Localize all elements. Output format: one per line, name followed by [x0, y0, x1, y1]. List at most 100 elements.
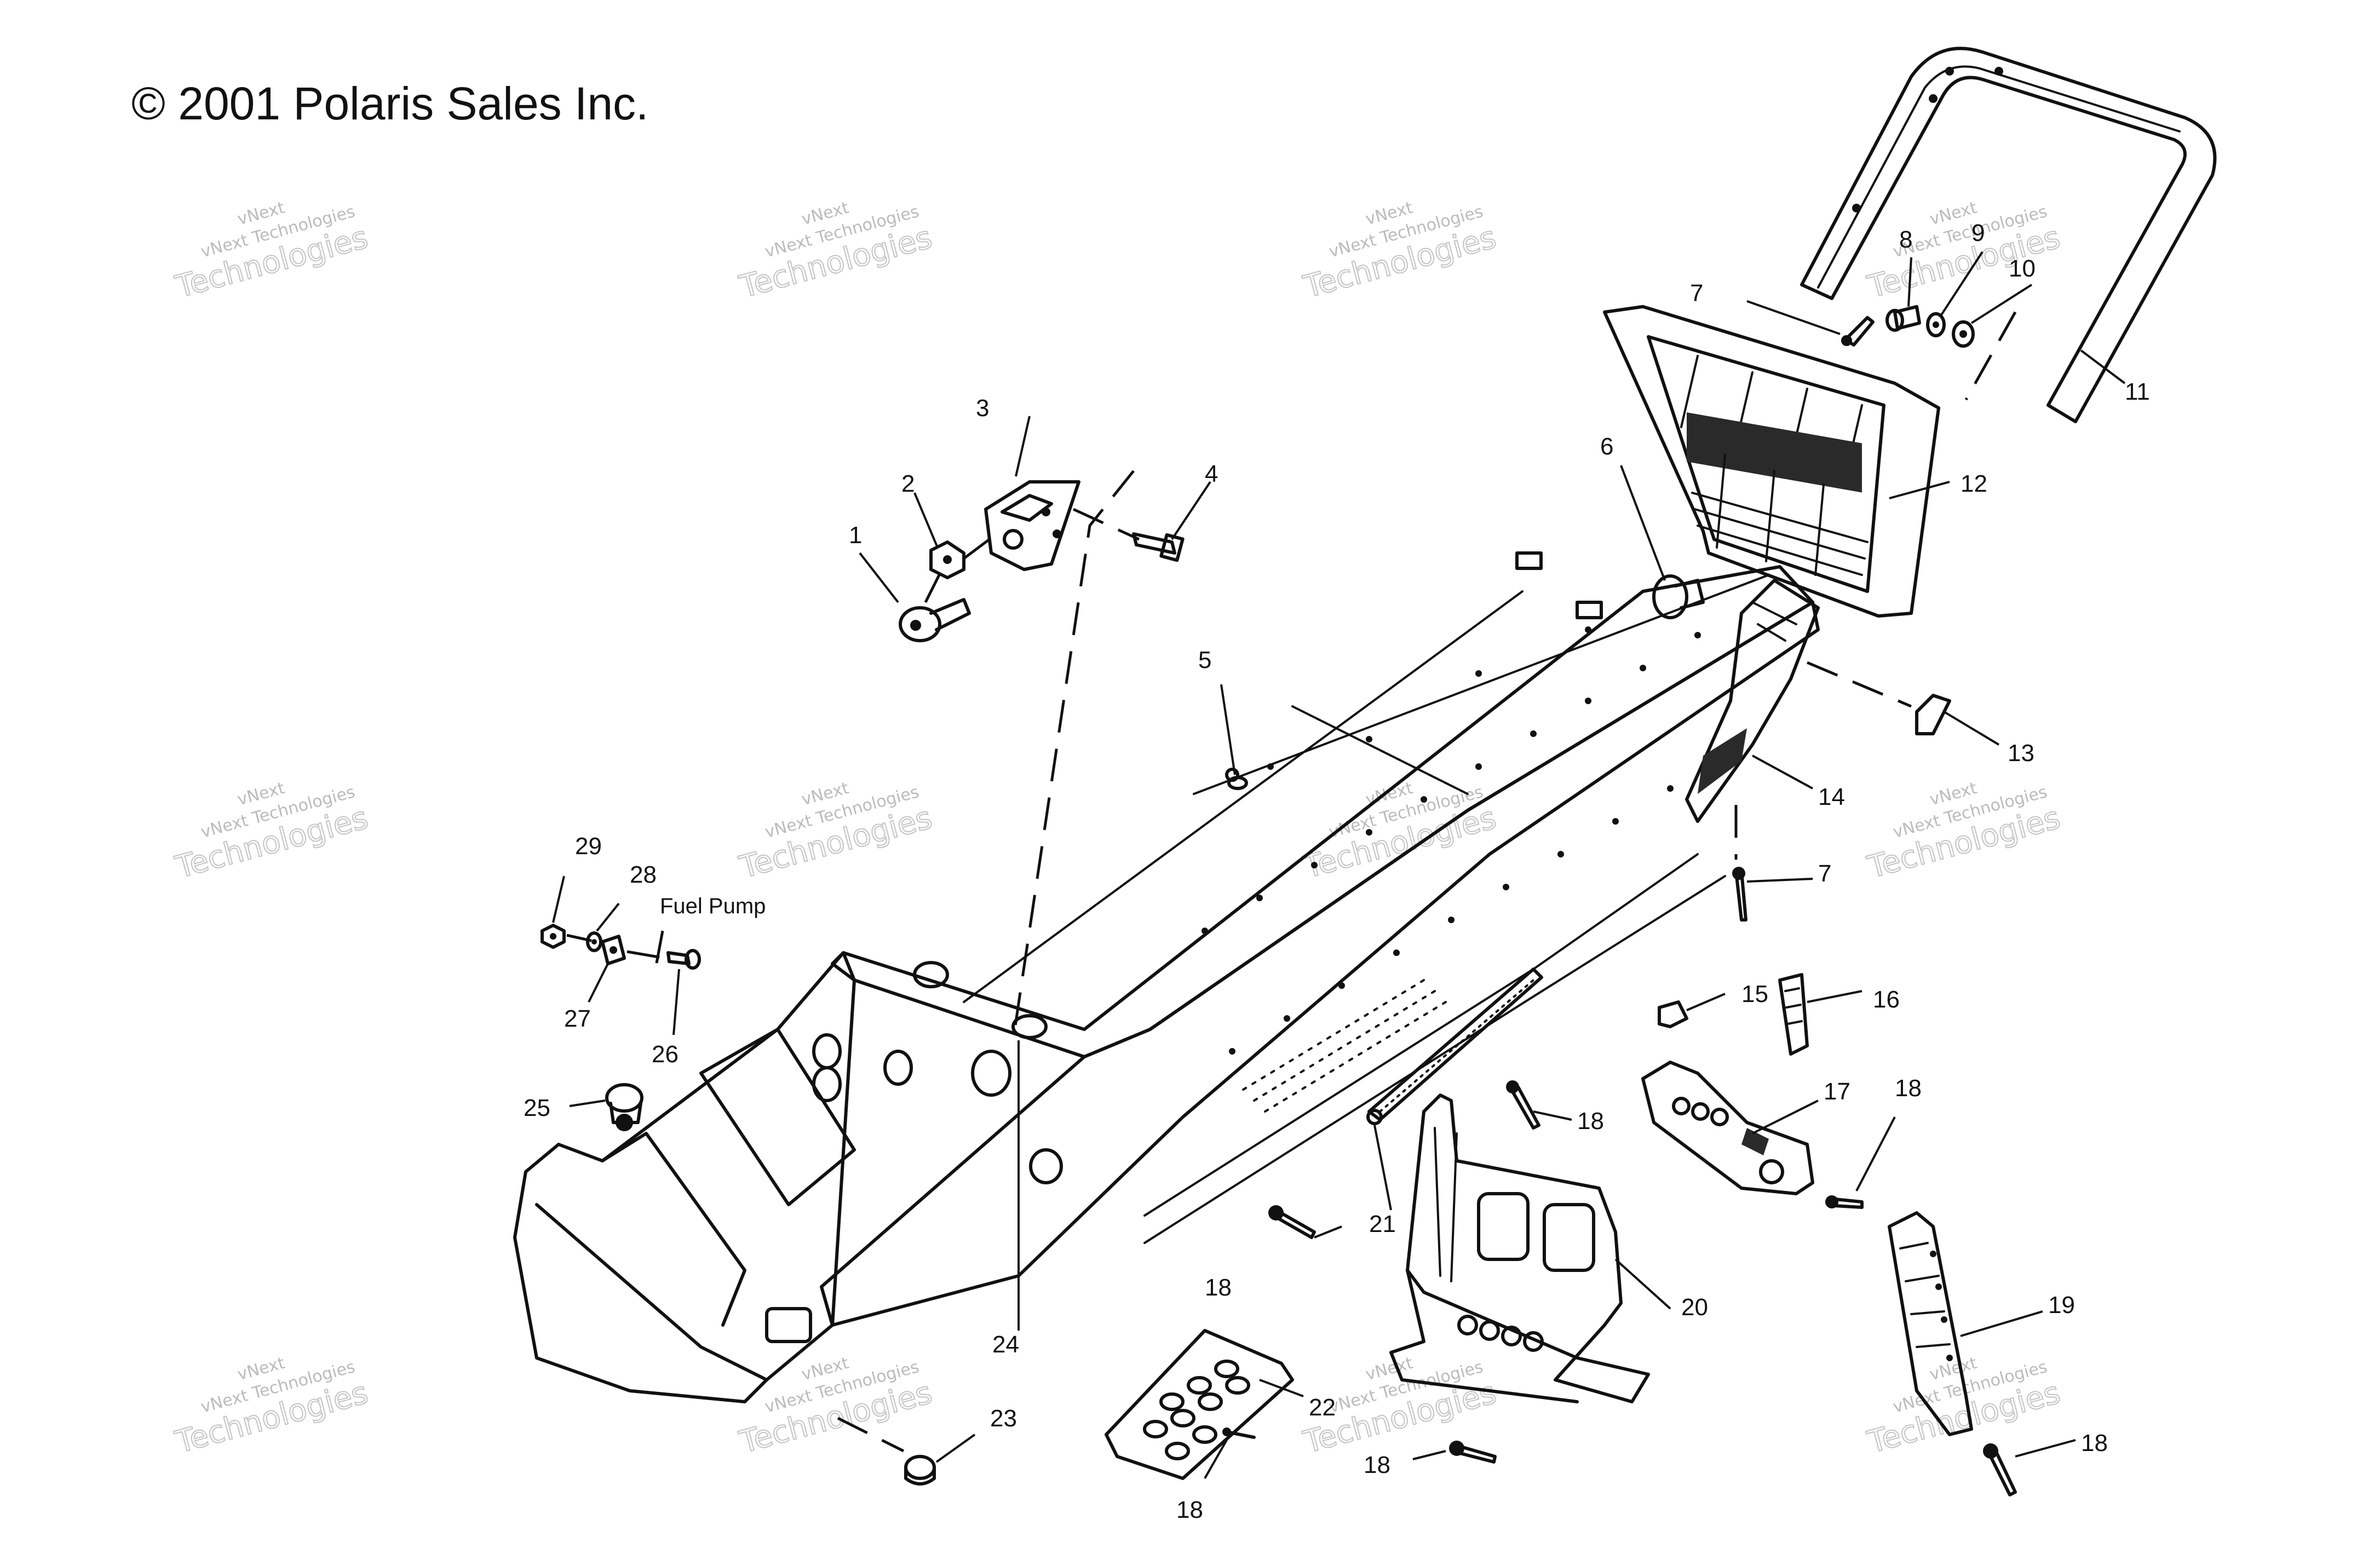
- part-1-bolt: [899, 598, 971, 642]
- leader-3: [1015, 416, 1031, 477]
- leader-8: [1907, 257, 1912, 307]
- bulkhead-hole: [812, 1033, 842, 1069]
- leader-2: [913, 492, 939, 548]
- callout-2: 2: [901, 470, 915, 497]
- callout-labels: 1 2 3 4 5 6 7 8 9 10 11 12 13 14 7 15 16…: [524, 220, 2150, 1523]
- tunnel-rail: [1143, 853, 1699, 1217]
- tunnel-rail-lower: [1143, 875, 1726, 1244]
- bulkhead-hole: [812, 1066, 842, 1102]
- callout-18-a: 18: [1577, 1108, 1604, 1135]
- tunnel-side-wall: [820, 601, 1820, 1327]
- callout-9: 9: [1971, 220, 1985, 246]
- leader-1: [859, 552, 899, 603]
- callout-7-top: 7: [1690, 280, 1703, 307]
- part-28-washer: [586, 931, 602, 952]
- tunnel-slot: [1576, 601, 1603, 619]
- part-8-pin: [1885, 305, 1921, 332]
- assembly-dash-rear: [1964, 311, 2017, 401]
- tunnel-hole: [913, 961, 949, 988]
- bulkhead-bottom-edge: [535, 1203, 768, 1381]
- part-10-nut: [1952, 320, 1975, 348]
- part-25-cap: [605, 1083, 643, 1131]
- leader-26: [672, 969, 680, 1035]
- callout-13: 13: [2008, 740, 2034, 767]
- leader-18-f: [2015, 1439, 2076, 1458]
- leader-19: [1960, 1310, 2043, 1337]
- watermark: vNext vNext Technologies Technologies: [735, 198, 936, 306]
- part-13-pad: [1915, 694, 1951, 735]
- leader-12: [1889, 481, 1950, 499]
- tunnel-slot: [1515, 551, 1543, 570]
- part-20-running-board: [1389, 1093, 1650, 1403]
- bulkhead-opening: [765, 1307, 812, 1343]
- leader-27: [588, 963, 609, 1003]
- leader-10: [1970, 284, 2033, 324]
- part-26-screw: [666, 949, 701, 970]
- callout-14: 14: [1818, 784, 1845, 810]
- callout-1: 1: [849, 522, 862, 549]
- watermark: vNext vNext Technologies Technologies: [735, 1354, 936, 1461]
- part-16-strap: [1778, 973, 1809, 1056]
- watermark: vNext vNext Technologies Technologies: [1299, 198, 1500, 306]
- leader-20: [1614, 1258, 1671, 1310]
- part-17-side-bracket: [1641, 1061, 1814, 1195]
- watermark: vNext vNext Technologies Technologies: [735, 779, 936, 886]
- part-14-rear-bracket: [1685, 579, 1820, 823]
- part-18-rivet: [1506, 1080, 1540, 1130]
- leader-28: [596, 902, 620, 932]
- bulkhead-inner-edge: [601, 1132, 746, 1327]
- watermark: vNext vNext Technologies Technologies: [171, 1354, 372, 1461]
- callout-21: 21: [1369, 1211, 1396, 1237]
- leader-7-top: [1746, 300, 1841, 335]
- part-7-rivet-top: [1841, 316, 1875, 347]
- leader-6: [1620, 465, 1666, 581]
- part-9-washer: [1926, 312, 1946, 337]
- part-4-screw: [1132, 532, 1185, 562]
- part-18-rivet: [1268, 1205, 1316, 1239]
- chassis-tunnel: [513, 551, 1820, 1403]
- leader-4: [1171, 481, 1211, 540]
- callout-18-e: 18: [1364, 1452, 1390, 1478]
- watermark: vNext vNext Technologies Technologies: [171, 779, 372, 886]
- callout-8: 8: [1899, 226, 1912, 253]
- assembly-dash-fuel-pump-2: [653, 930, 664, 975]
- part-7-rivet-mid: [1732, 867, 1747, 922]
- part-15-clip: [1658, 1000, 1688, 1028]
- callout-5: 5: [1198, 647, 1211, 673]
- assembly-dash-23: [837, 1417, 905, 1453]
- callout-19: 19: [2048, 1292, 2075, 1319]
- callout-16: 16: [1873, 986, 1900, 1013]
- callout-24: 24: [992, 1331, 1019, 1358]
- leader-15: [1686, 993, 1726, 1011]
- leader-29: [552, 876, 565, 923]
- part-18-rivet: [1825, 1195, 1864, 1209]
- leader-13: [1943, 711, 2000, 746]
- part-5-plug: [1227, 776, 1248, 790]
- callout-22: 22: [1309, 1394, 1336, 1421]
- part-3-bracket: [984, 480, 1080, 571]
- callout-29: 29: [575, 833, 602, 860]
- callout-4: 4: [1205, 460, 1218, 487]
- leader-14: [1752, 755, 1813, 790]
- callout-18-d: 18: [1176, 1496, 1203, 1523]
- callout-28: 28: [630, 861, 657, 888]
- callout-20: 20: [1681, 1294, 1708, 1321]
- tunnel-cross-line: [1291, 705, 1469, 795]
- part-12-rear-panel: [1603, 305, 1940, 618]
- watermark: vNext vNext Technologies Technologies: [1863, 198, 2064, 306]
- callout-26: 26: [652, 1041, 679, 1068]
- leader-9: [1940, 251, 1984, 316]
- callout-17: 17: [1824, 1078, 1850, 1105]
- copyright-text: © 2001 Polaris Sales Inc.: [131, 78, 648, 129]
- part-29-nut: [541, 924, 566, 949]
- tunnel-hole: [1011, 1014, 1048, 1039]
- callout-12: 12: [1961, 470, 1987, 497]
- part-2-nut: [929, 540, 965, 579]
- callout-15: 15: [1741, 981, 1768, 1007]
- leader-16: [1807, 990, 1862, 1003]
- tunnel-edge-line: [1193, 574, 1770, 795]
- part-19-rear-strap: [1888, 1211, 1973, 1436]
- leader-7-mid: [1746, 878, 1813, 883]
- part-11-grab-bar: [1800, 47, 2217, 423]
